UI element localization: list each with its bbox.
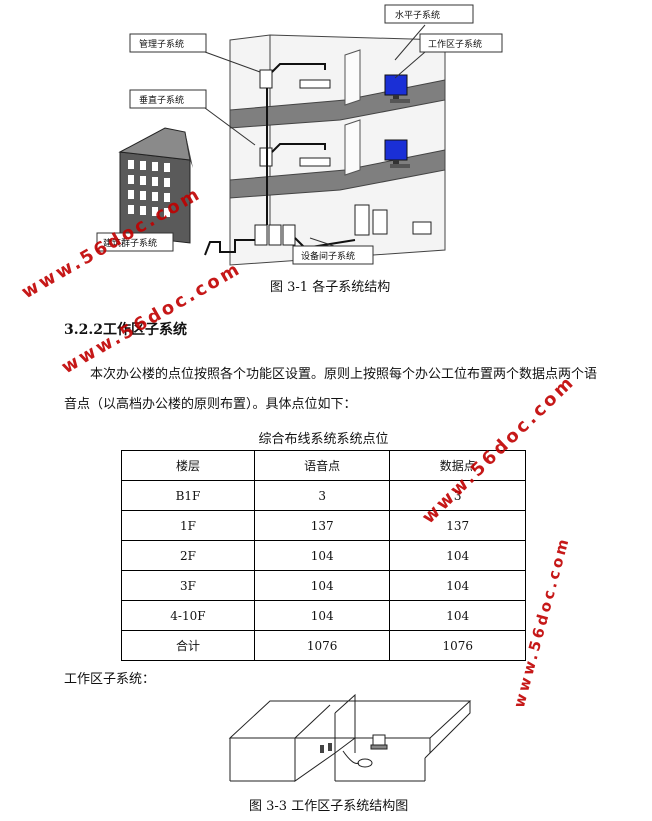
- header-voice: 语音点: [253, 450, 391, 481]
- cell-floor: 1F: [121, 510, 255, 541]
- cell-data: 104: [389, 570, 526, 601]
- table-row: B1F 3 3: [121, 480, 526, 511]
- cell-floor: 合计: [121, 630, 255, 661]
- callout-equipment: 设备间子系统: [292, 237, 374, 265]
- table-row: 4-10F 104 104: [121, 600, 526, 631]
- body-paragraph: 本次办公楼的点位按照各个功能区设置。原则上按照每个办公工位布置两个数据点两个语音…: [64, 367, 598, 412]
- cell-floor: 2F: [121, 540, 255, 571]
- cell-data: 3: [389, 480, 526, 511]
- cell-data: 104: [389, 600, 526, 631]
- cell-data: 1076: [389, 630, 526, 661]
- campus-building: [118, 127, 193, 244]
- cell-floor: 3F: [121, 570, 255, 601]
- label-campus-subsystem: 建筑群子系统: [103, 237, 157, 249]
- cell-voice: 104: [253, 600, 391, 631]
- cell-floor: B1F: [121, 480, 255, 511]
- section-title: 工作区子系统: [102, 322, 187, 338]
- label-work-area-subsystem: 工作区子系统: [428, 38, 482, 50]
- callout-campus: 建筑群子系统: [96, 232, 174, 252]
- table-row: 2F 104 104: [121, 540, 526, 571]
- cell-voice: 1076: [253, 630, 391, 661]
- cell-data: 104: [389, 540, 526, 571]
- figure-3-1-caption: 图 3-1 各子系统结构: [270, 280, 391, 295]
- cell-voice: 104: [253, 570, 391, 601]
- label-horizontal-subsystem: 水平子系统: [395, 9, 440, 21]
- subsystem-structure-figure: 水平子系统 管理子系统 工作区子系统 垂直子系统 建筑群子系统 设备间子系统: [96, 4, 503, 266]
- callout-management: 管理子系统: [129, 33, 261, 73]
- cell-voice: 3: [253, 480, 391, 511]
- cell-data: 137: [389, 510, 526, 541]
- header-floor: 楼层: [121, 450, 255, 481]
- work-area-structure-figure: [228, 693, 472, 782]
- figure-3-3-caption: 图 3-3 工作区子系统结构图: [249, 799, 409, 814]
- cable-runs: [204, 63, 356, 256]
- point-distribution-table: 楼层 语音点 数据点 B1F 3 3 1F 137 137 2F 104 104…: [121, 450, 526, 661]
- label-management-subsystem: 管理子系统: [139, 38, 184, 50]
- callout-work-area: 工作区子系统: [394, 33, 503, 79]
- table-row: 1F 137 137: [121, 510, 526, 541]
- label-vertical-subsystem: 垂直子系统: [139, 94, 184, 106]
- label-equipment-subsystem: 设备间子系统: [301, 250, 355, 262]
- work-area-label: 工作区子系统：: [64, 672, 156, 687]
- table-row: 3F 104 104: [121, 570, 526, 601]
- cell-voice: 137: [253, 510, 391, 541]
- cell-floor: 4-10F: [121, 600, 255, 631]
- work-area-device-icons: [320, 734, 388, 768]
- table-header-row: 楼层 语音点 数据点: [121, 450, 526, 481]
- callout-horizontal: 水平子系统: [384, 4, 474, 61]
- table-title: 综合布线系统系统点位: [258, 432, 389, 447]
- callout-vertical: 垂直子系统: [129, 89, 256, 146]
- workstation-monitor-icons: [384, 74, 410, 168]
- cell-voice: 104: [253, 540, 391, 571]
- section-number: 3.2.2: [64, 322, 103, 338]
- table-row: 合计 1076 1076: [121, 630, 526, 661]
- section-heading: 3.2.2工作区子系统: [64, 319, 187, 339]
